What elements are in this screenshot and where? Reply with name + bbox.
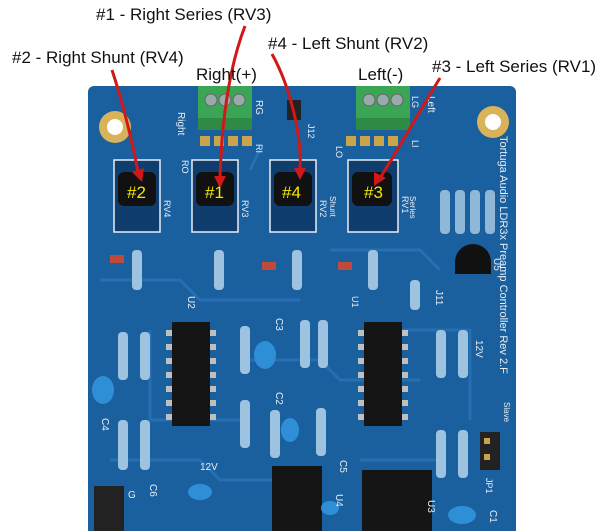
ldr-number-rv3: #1 (205, 183, 224, 202)
ldr-module-rv3 (191, 159, 239, 233)
diodes (110, 255, 352, 270)
silk-rv1: RV1 (400, 196, 410, 213)
silk-12v-right: 12V (473, 340, 484, 358)
ic-u1 (358, 322, 408, 426)
header-bottom-left (94, 486, 124, 531)
ldr-module-rv2 (269, 159, 317, 233)
arrowheads (132, 168, 386, 188)
connector-label-left: Left(-) (358, 65, 404, 84)
silk-u2: U2 (185, 296, 196, 309)
silk-rv3: RV3 (240, 200, 250, 217)
callout-rv1: #3 - Left Series (RV1) (432, 57, 597, 76)
resistor-row-middle (118, 320, 468, 478)
silk-u5: U5 (491, 258, 502, 271)
terminal-block-left (356, 86, 410, 130)
silk-g: G (128, 490, 136, 501)
pcb-board (88, 86, 516, 531)
silk-lg: LG (410, 96, 420, 108)
silk-c5: C5 (337, 460, 348, 473)
callout-arrows (110, 25, 442, 179)
silk-j12: J12 (306, 124, 316, 139)
arrowhead-rv1 (374, 172, 386, 186)
silkscreen: Right RG RO RI J12 LO LI LG Left RV4 RV3… (99, 96, 511, 523)
arrow-rv4 (110, 69, 140, 173)
silk-shunt: Shunt (328, 196, 337, 218)
silk-ri: RI (254, 144, 264, 153)
header-jp1 (480, 432, 500, 470)
callout-rv2: #4 - Left Shunt (RV2) (268, 34, 429, 53)
silk-ro: RO (180, 160, 190, 174)
silk-board-title: Tortuga Audio LDR3x Preamp Controller Re… (497, 136, 509, 374)
silk-rv2: RV2 (318, 200, 328, 217)
silk-jp1: JP1 (484, 478, 494, 494)
arrowhead-rv4 (132, 168, 144, 182)
silk-u3: U3 (425, 500, 436, 513)
mounting-hole-right (477, 106, 509, 138)
resistor-row-upper (132, 250, 420, 310)
arrow-rv1 (378, 77, 442, 179)
silk-u1: U1 (350, 296, 360, 308)
arrow-rv2 (270, 53, 302, 171)
silk-j11: J11 (433, 290, 444, 306)
silk-lo: LO (334, 146, 344, 158)
silk-li: LI (410, 140, 420, 148)
silk-c1: C1 (487, 510, 498, 523)
ldr-number-rv2: #4 (282, 183, 301, 202)
ldr-module-rv1 (347, 159, 399, 233)
silk-series: Series (408, 196, 417, 219)
silk-c3: C3 (273, 318, 284, 331)
ldr-number-rv1: #3 (364, 183, 383, 202)
transistor-u5 (455, 244, 491, 274)
silk-c4: C4 (99, 418, 110, 431)
silk-c6: C6 (147, 484, 158, 497)
arrowhead-rv3 (214, 176, 226, 188)
silk-c2: C2 (273, 392, 284, 405)
resistor-group-right (440, 190, 495, 234)
silk-slave: Slave (502, 402, 511, 423)
silk-rv4: RV4 (162, 200, 172, 217)
silk-u4: U4 (333, 494, 344, 507)
callout-rv4: #2 - Right Shunt (RV4) (12, 48, 184, 67)
arrowhead-rv2 (294, 168, 306, 180)
callout-rv3: #1 - Right Series (RV3) (96, 5, 272, 24)
ldr-number-rv4: #2 (127, 183, 146, 202)
silk-left: Left (425, 96, 436, 113)
ic-u2 (166, 322, 216, 426)
silk-12v-left: 12V (200, 462, 218, 473)
arrow-rv3 (218, 25, 247, 179)
ic-u3 (362, 470, 432, 531)
mounting-hole-left (99, 111, 131, 143)
ic-u4 (272, 466, 322, 531)
capacitors (92, 341, 476, 524)
pin-header-row (200, 136, 398, 146)
silk-right: Right (175, 112, 186, 136)
silk-rg: RG (253, 100, 264, 115)
connector-label-right: Right(+) (196, 65, 257, 84)
